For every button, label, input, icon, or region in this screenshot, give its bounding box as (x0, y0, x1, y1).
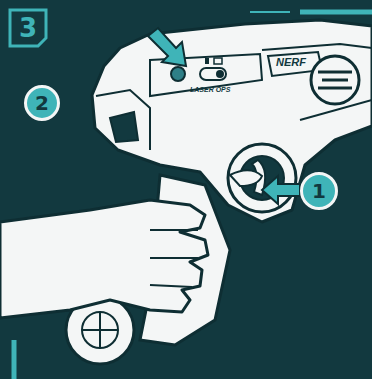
pointer-arrow (148, 28, 186, 66)
finger-line (150, 230, 198, 287)
switch-mark (214, 58, 222, 64)
hand (0, 200, 208, 318)
sensor-dome (318, 72, 352, 88)
grip-base (82, 312, 118, 348)
product-logo: LASER OPS (190, 86, 230, 93)
step-box-shape (10, 10, 46, 46)
pointer-arrow (262, 176, 300, 204)
blaster-body (92, 20, 372, 222)
switch-mark (205, 58, 209, 64)
brand-logo: NERF (276, 57, 306, 68)
body-panel-line (96, 90, 150, 150)
body-vent (110, 112, 138, 142)
frame-accent (300, 10, 372, 15)
body-panel-line (262, 44, 372, 50)
sensor-dome (311, 56, 359, 104)
button (171, 67, 185, 81)
callout-number: 1 (312, 181, 326, 201)
trigger-guard (228, 144, 296, 212)
callout-circle-shape (26, 87, 59, 120)
frame-accent (12, 340, 17, 379)
callout-number: 2 (35, 93, 49, 113)
step-box: 3 (8, 8, 48, 48)
frame-accent (250, 11, 290, 13)
callout-circle-shape (302, 174, 337, 209)
grip-base (82, 312, 118, 348)
callout-circle: 1 (300, 172, 338, 210)
callout-circle: 2 (24, 85, 60, 121)
step-number: 3 (19, 15, 37, 41)
mode-switch (200, 68, 226, 80)
finger-on-trigger (230, 170, 262, 186)
mode-switch (216, 70, 224, 78)
